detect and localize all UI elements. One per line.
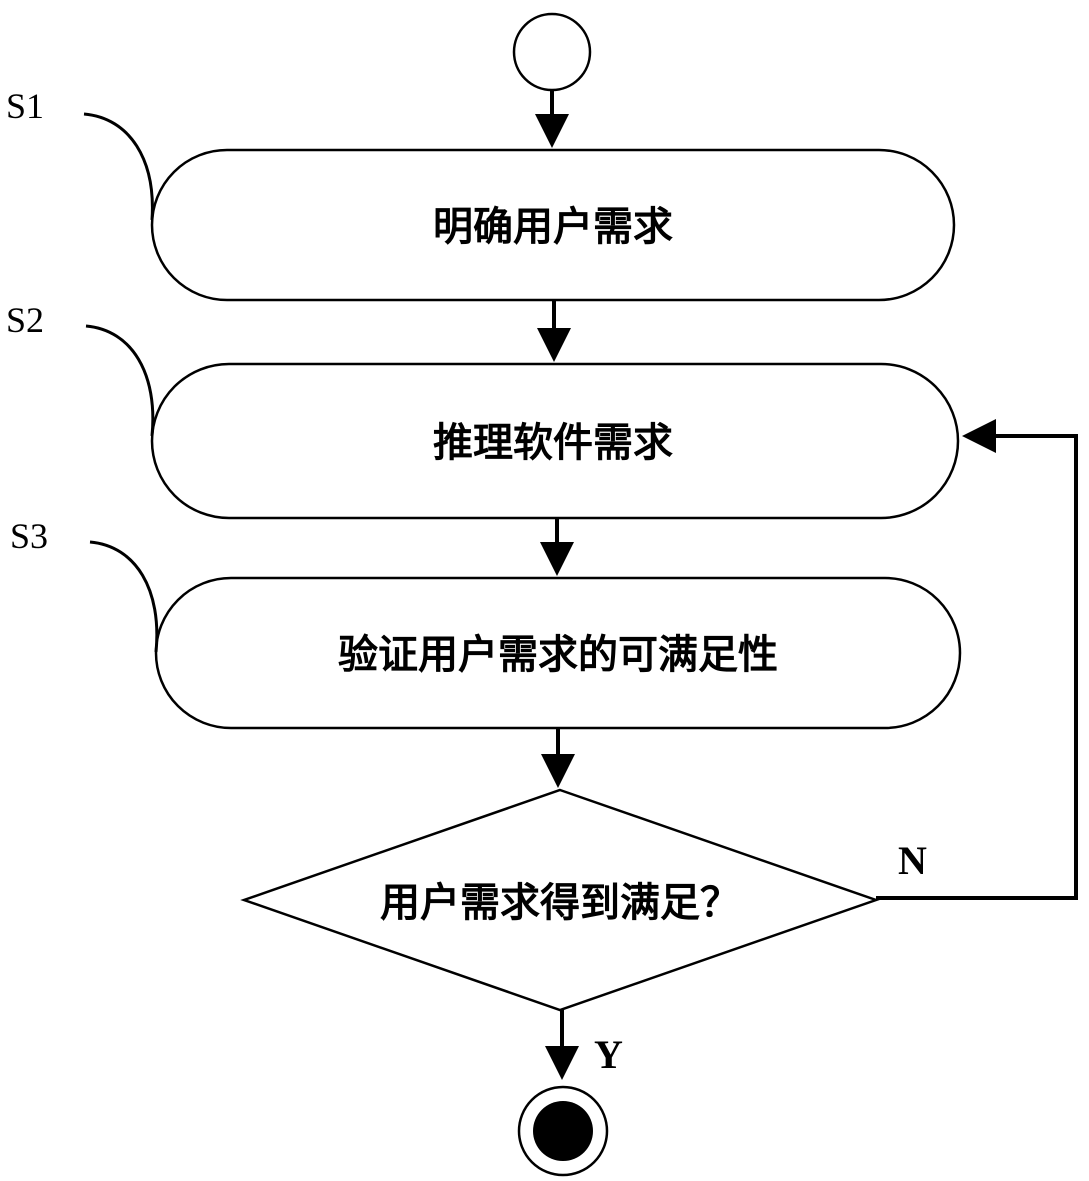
- step-label-s3: S3: [10, 516, 48, 556]
- no-branch-label: N: [898, 838, 927, 883]
- arrow-s2-to-s3: [540, 518, 574, 576]
- arrow-decision-to-end: [545, 1010, 579, 1080]
- decision-node: 用户需求得到满足？: [244, 790, 876, 1010]
- step-s2: 推理软件需求: [152, 364, 958, 518]
- arrow-s1-to-s2: [537, 300, 571, 362]
- arrow-start-to-s1: [535, 90, 569, 148]
- end-node: [519, 1087, 607, 1175]
- leader-s1: [84, 114, 152, 220]
- step-s1-text: 明确用户需求: [433, 204, 673, 250]
- end-node-dot: [533, 1101, 593, 1161]
- start-node: [514, 14, 590, 90]
- decision-text: 用户需求得到满足？: [380, 880, 740, 926]
- step-s3-text: 验证用户需求的可满足性: [338, 632, 778, 678]
- step-s2-text: 推理软件需求: [433, 420, 673, 466]
- leader-s3: [90, 542, 157, 652]
- yes-branch-label: Y: [594, 1032, 623, 1077]
- step-s3: 验证用户需求的可满足性: [156, 578, 960, 728]
- step-label-s2: S2: [6, 300, 44, 340]
- arrow-s3-to-decision: [541, 728, 575, 788]
- leader-s2: [86, 326, 153, 436]
- step-s1: 明确用户需求: [152, 150, 954, 300]
- step-label-s1: S1: [6, 86, 44, 126]
